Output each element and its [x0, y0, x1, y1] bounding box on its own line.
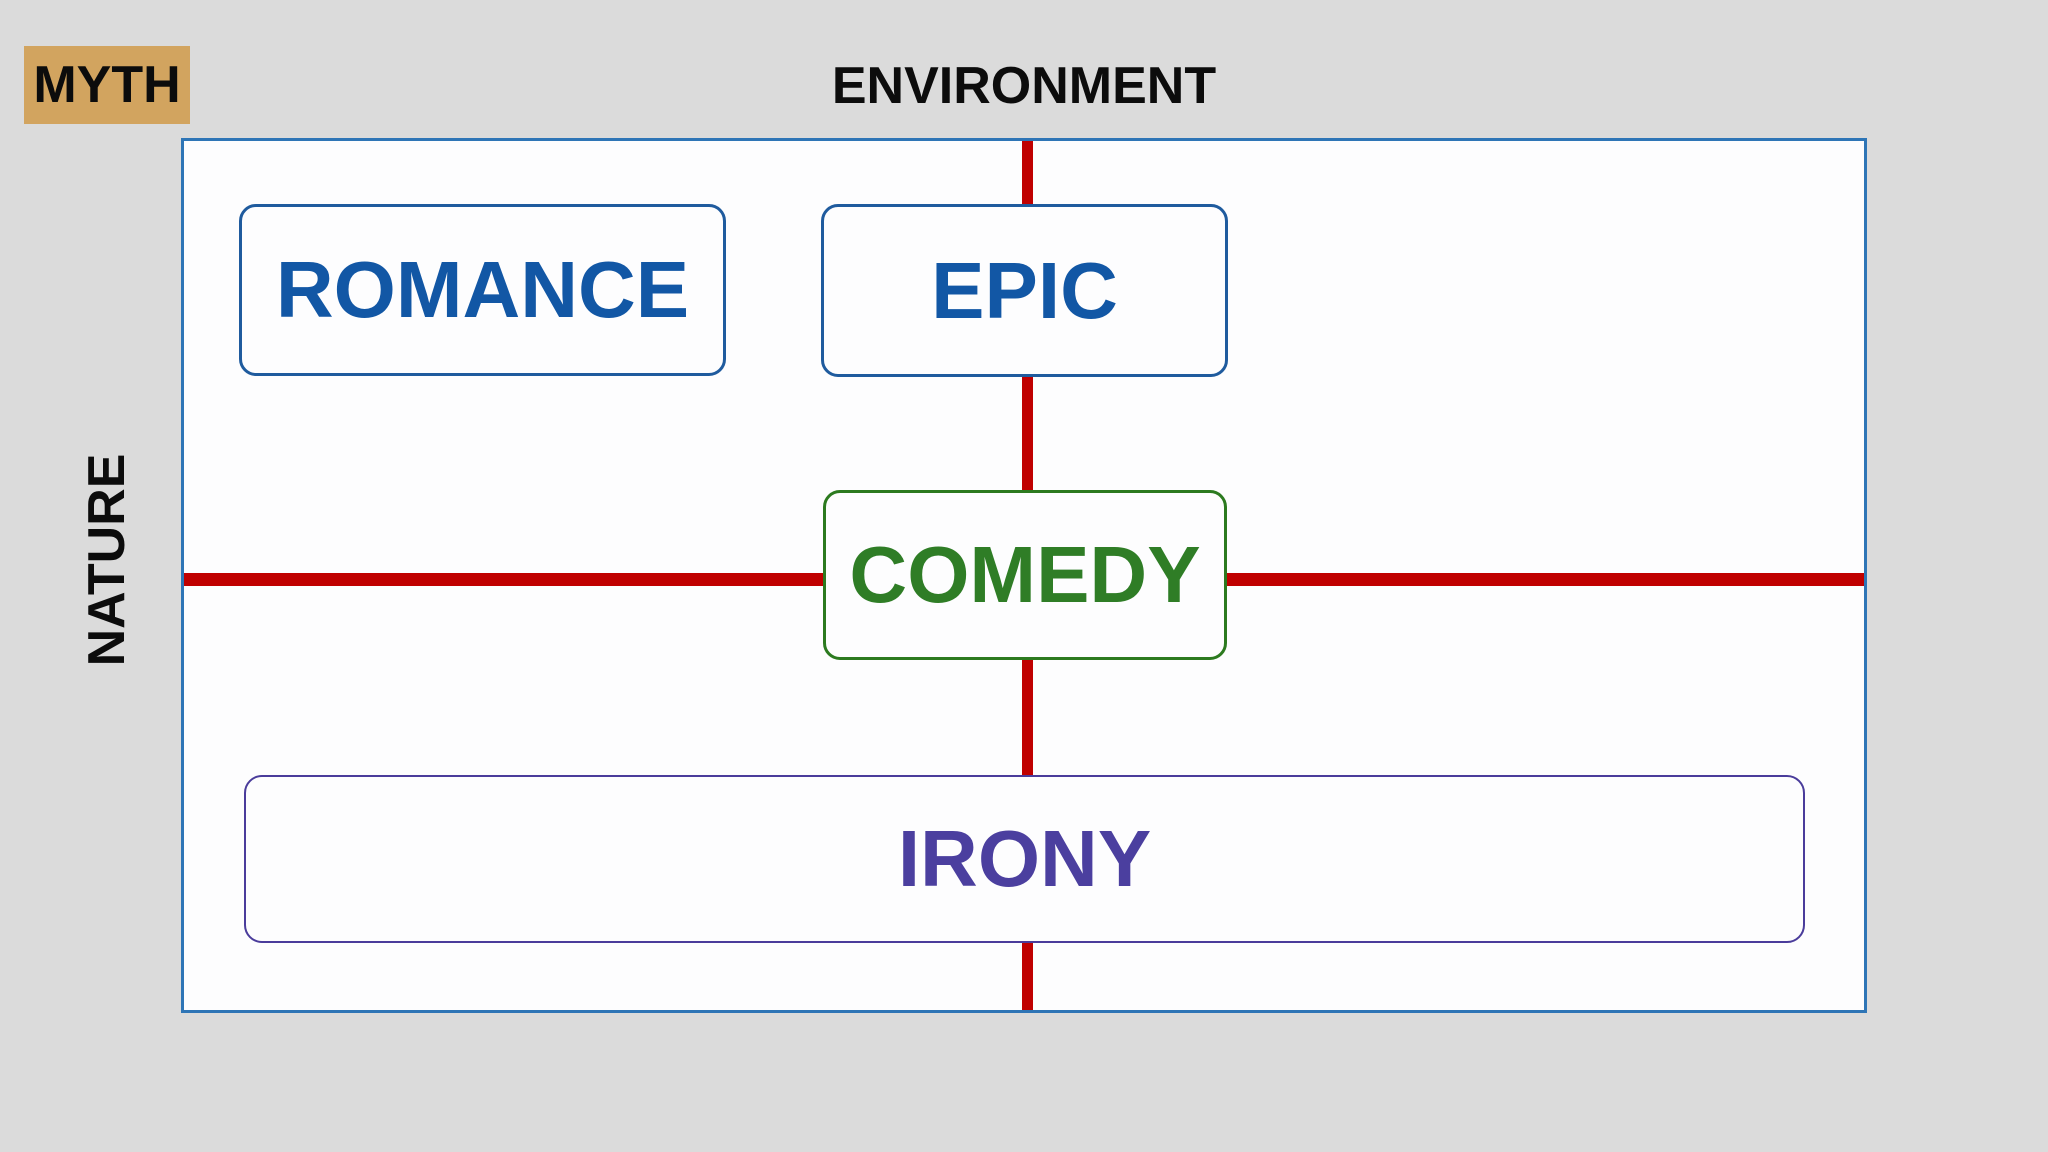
genre-box-romance: ROMANCE — [239, 204, 726, 376]
genre-box-comedy: COMEDY — [823, 490, 1227, 660]
genre-box-comedy-label: COMEDY — [849, 530, 1201, 619]
genre-box-epic: EPIC — [821, 204, 1228, 377]
genre-box-romance-label: ROMANCE — [275, 245, 690, 334]
genre-box-irony: IRONY — [244, 775, 1805, 943]
axis-label-nature: NATURE — [78, 453, 136, 667]
genre-box-epic-label: EPIC — [931, 245, 1118, 335]
genre-box-irony-label: IRONY — [897, 814, 1152, 903]
myth-tag: MYTH — [24, 46, 190, 124]
axis-label-environment: ENVIRONMENT — [831, 57, 1217, 115]
myth-tag-label: MYTH — [33, 56, 181, 114]
